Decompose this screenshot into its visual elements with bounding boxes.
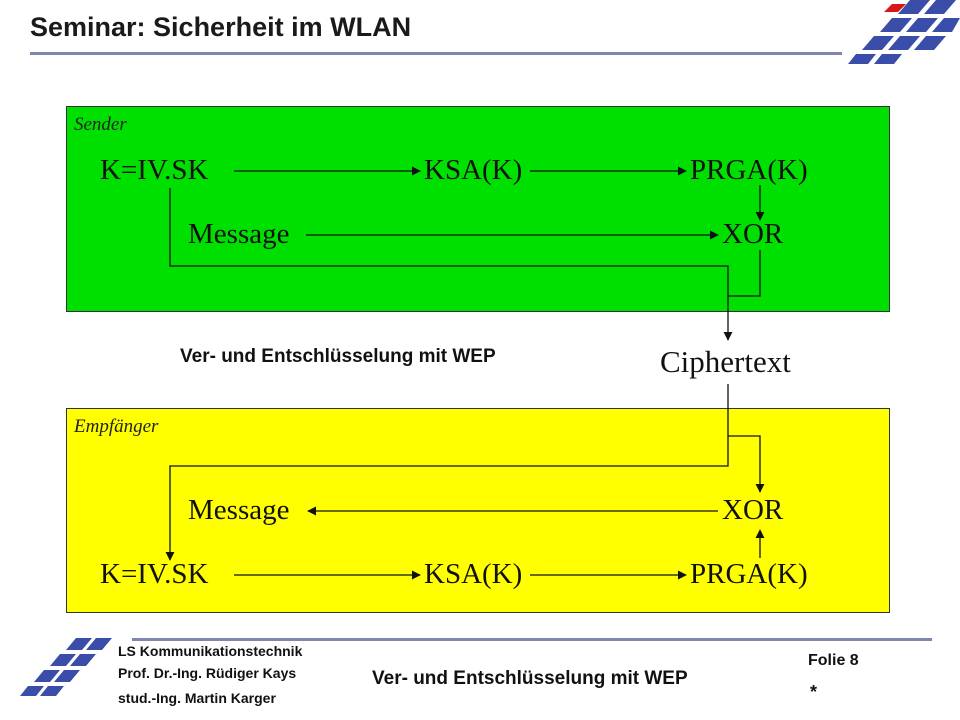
sender-key-node: K=IV.SK [100, 154, 209, 186]
sender-xor-node: XOR [722, 218, 784, 250]
sender-label: Sender [74, 114, 127, 135]
title-divider [30, 52, 842, 55]
slide-title: Seminar: Sicherheit im WLAN [30, 12, 412, 42]
line-cipher-down [165, 384, 729, 561]
sender-message-node: Message [188, 218, 290, 250]
sender-ksa-node: KSA(K) [424, 154, 523, 186]
footer-topic: Ver- und Entschlüsselung mit WEP [372, 668, 688, 689]
footer-chair: LS Kommunikationstechnik [118, 643, 303, 659]
line-xor-to-cipher [728, 250, 761, 297]
diagram-caption: Ver- und Entschlüsselung mit WEP [180, 346, 496, 367]
receiver-xor-node: XOR [722, 494, 784, 526]
receiver-message-node: Message [188, 494, 290, 526]
sender-prga-node: PRGA(K) [690, 154, 808, 186]
footer-professor: Prof. Dr.-Ing. Rüdiger Kays [118, 665, 297, 681]
chair-logo-icon [20, 638, 112, 696]
arrow-cipher-to-xor [728, 435, 765, 493]
sender-panel [66, 106, 890, 312]
ciphertext-node: Ciphertext [660, 344, 791, 379]
slide-number: Folie 8 [808, 652, 859, 669]
receiver-label: Empfänger [74, 416, 159, 437]
line-iv-bypass [169, 188, 733, 341]
receiver-prga-node: PRGA(K) [690, 558, 808, 590]
footer-author: stud.-Ing. Martin Karger [118, 690, 276, 706]
footer-star: * [810, 682, 818, 702]
receiver-ksa-node: KSA(K) [424, 558, 523, 590]
receiver-key-node: K=IV.SK [100, 558, 209, 590]
footer-divider [132, 638, 932, 641]
university-logo-icon [848, 0, 960, 64]
